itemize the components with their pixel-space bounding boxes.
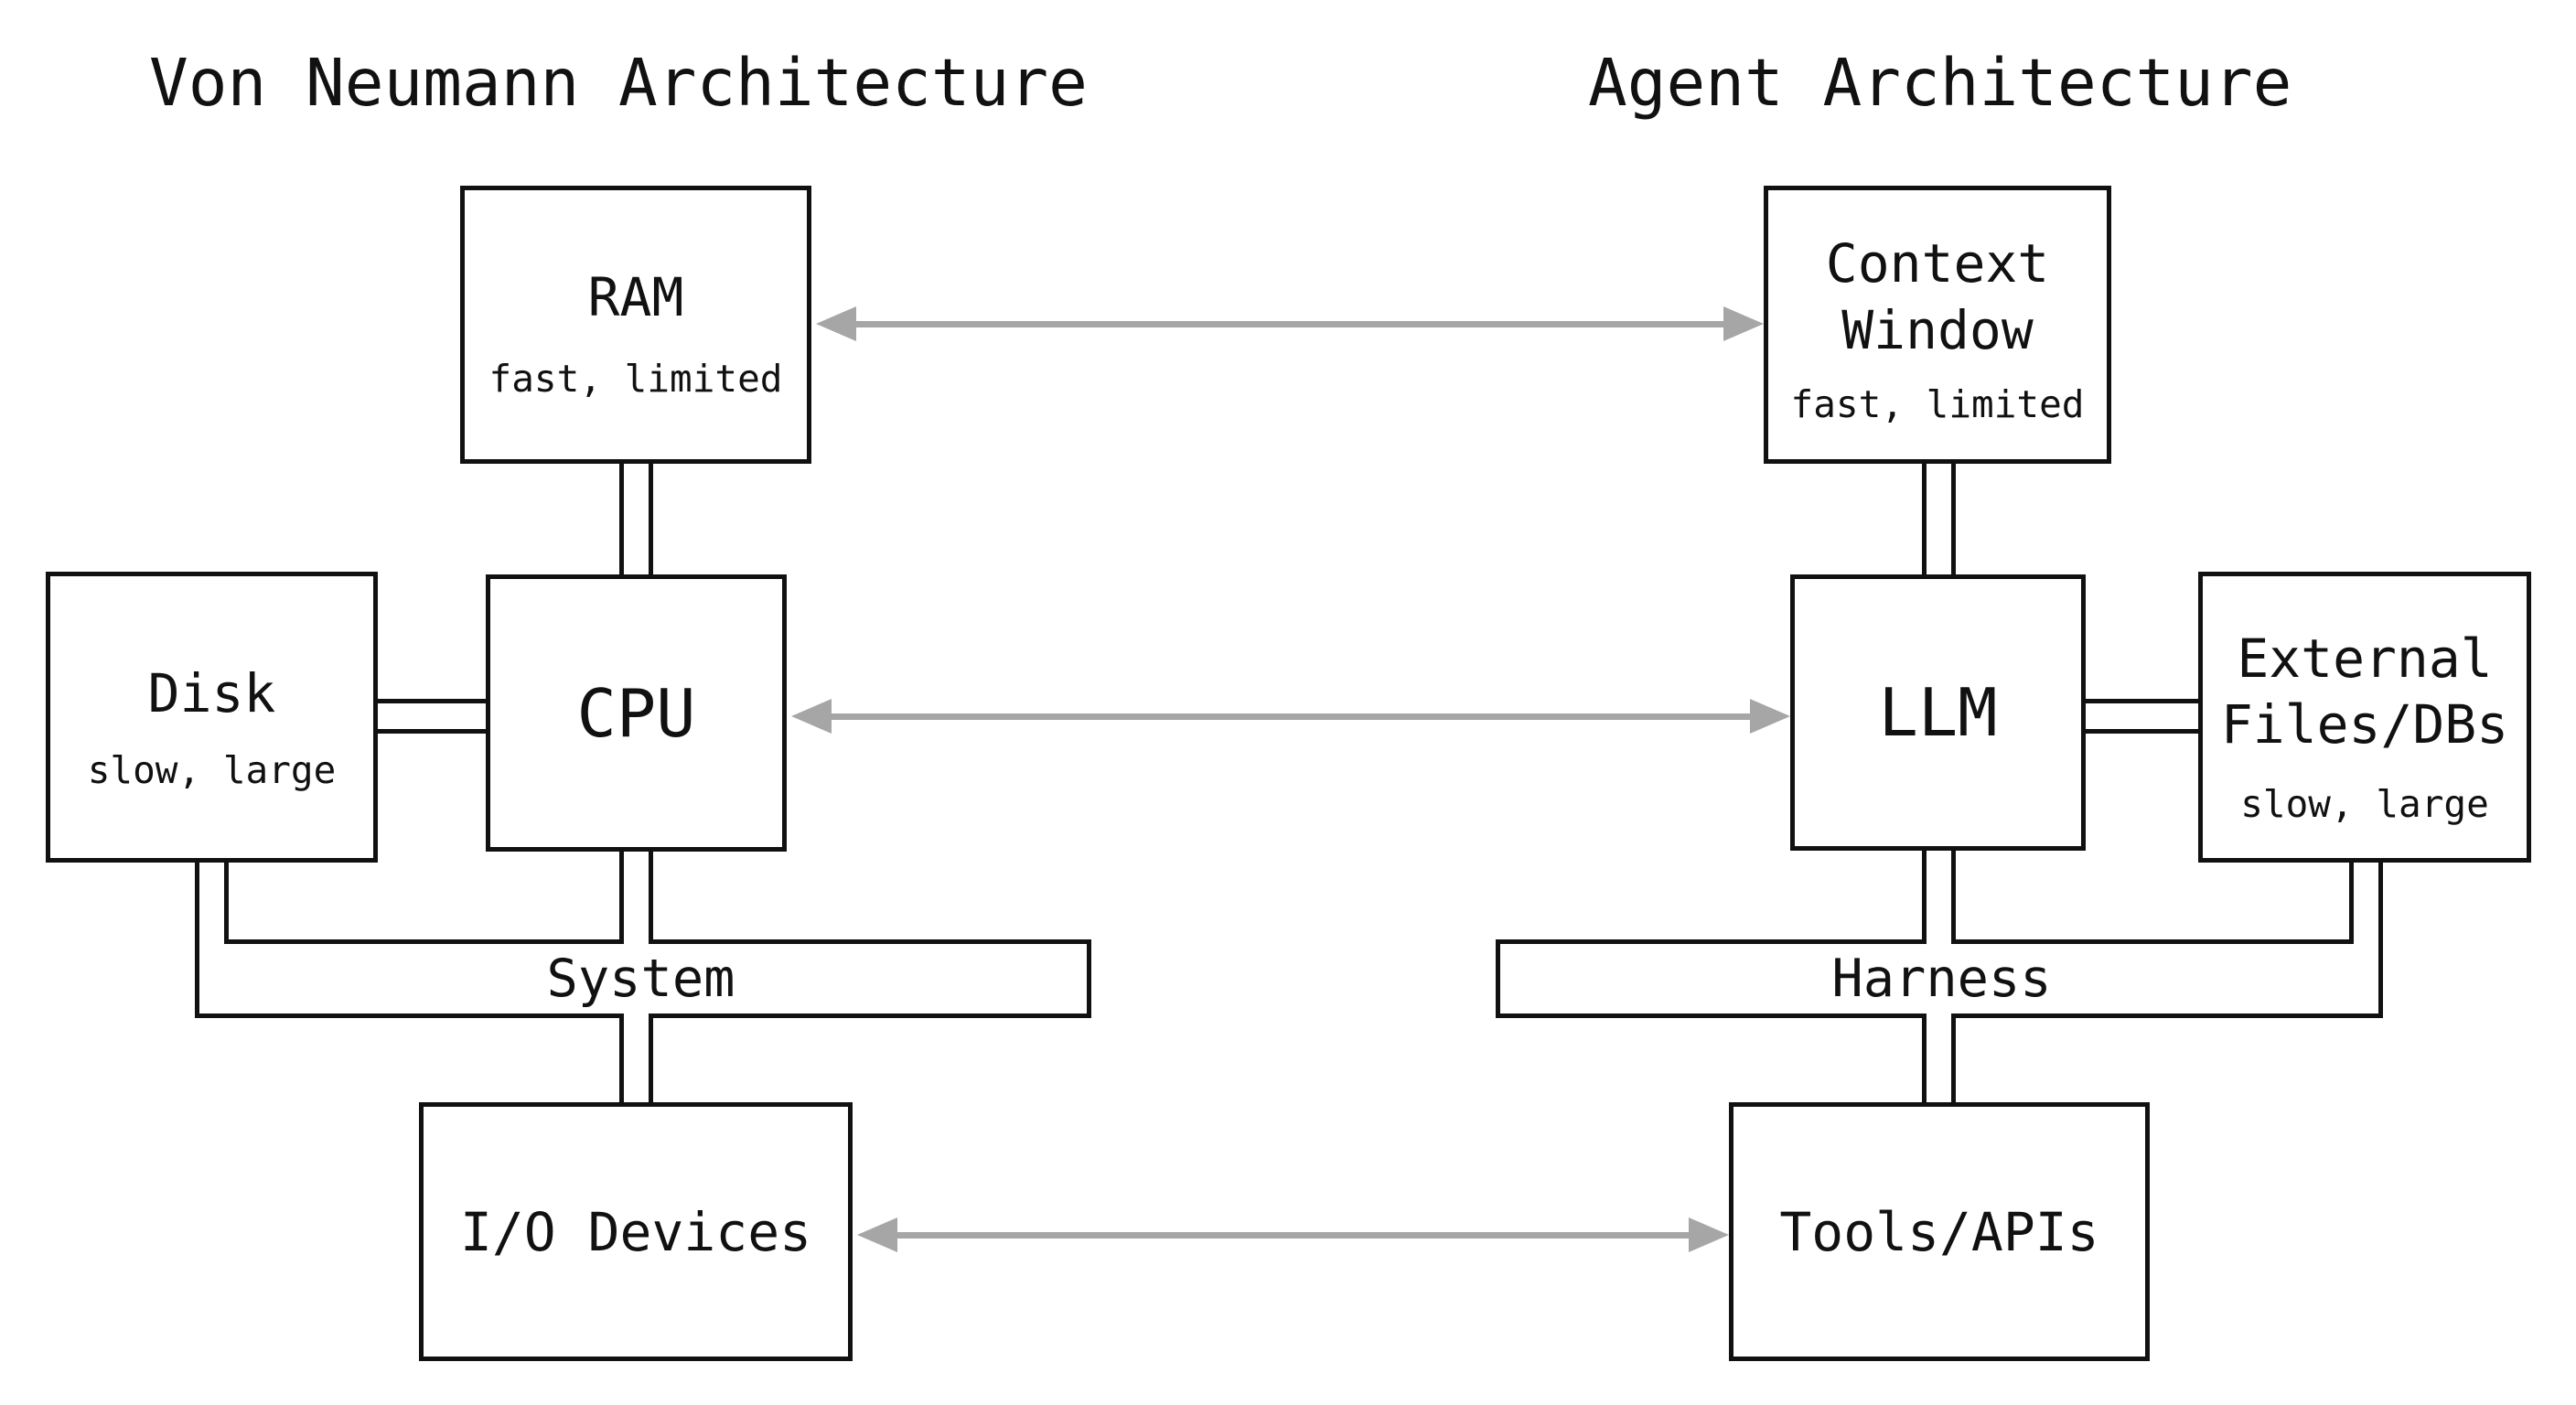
arrow-left-head-icon	[791, 699, 832, 734]
context-window-label-line2: Window	[1841, 299, 2034, 361]
arrow-shaft	[897, 1231, 1689, 1239]
ram-label: RAM	[587, 266, 684, 328]
disk-box: Disk slow, large	[46, 572, 378, 863]
arrow-shaft	[856, 320, 1723, 327]
llm-label: LLM	[1878, 674, 1998, 751]
disk-system-bus	[195, 863, 229, 944]
ram-cpu-bus	[619, 464, 653, 574]
system-bus-bar: System	[195, 939, 1091, 1018]
disk-system-bus-left-rail	[195, 944, 199, 1018]
harness-bus-bar: Harness	[1496, 939, 2383, 1018]
external-files-label-line2: Files/DBs	[2220, 693, 2509, 756]
context-window-label-line1: Context	[1825, 232, 2050, 295]
external-files-box: External Files/DBs slow, large	[2198, 572, 2531, 863]
ram-context-analogy-arrow	[816, 306, 1764, 341]
tools-apis-label: Tools/APIs	[1779, 1200, 2099, 1263]
external-harness-bus	[2349, 863, 2383, 944]
tools-apis-box: Tools/APIs	[1729, 1102, 2150, 1361]
von-neumann-title: Von Neumann Architecture	[149, 45, 1088, 121]
arrow-left-head-icon	[816, 306, 856, 341]
llm-box: LLM	[1790, 574, 2086, 851]
arrow-left-head-icon	[857, 1217, 897, 1252]
external-files-sublabel: slow, large	[2240, 782, 2489, 826]
cpu-label: CPU	[576, 674, 696, 752]
io-tools-analogy-arrow	[857, 1217, 1729, 1252]
arrow-right-head-icon	[1723, 306, 1764, 341]
io-devices-label: I/O Devices	[459, 1200, 812, 1263]
context-llm-bus	[1922, 464, 1956, 574]
ram-box: RAM fast, limited	[460, 186, 811, 464]
llm-harness-bus	[1922, 851, 1956, 944]
arrow-shaft	[832, 713, 1750, 720]
io-devices-box: I/O Devices	[419, 1102, 853, 1361]
harness-bus-label: Harness	[1831, 948, 2052, 1009]
agent-title: Agent Architecture	[1588, 45, 2292, 121]
external-harness-bus-right-rail	[2378, 944, 2383, 1018]
disk-label: Disk	[147, 662, 276, 724]
disk-sublabel: slow, large	[87, 748, 337, 792]
cpu-box: CPU	[486, 574, 787, 852]
arrow-right-head-icon	[1750, 699, 1790, 734]
harness-tools-bus	[1922, 1014, 1956, 1102]
cpu-llm-analogy-arrow	[791, 699, 1790, 734]
arrow-right-head-icon	[1689, 1217, 1729, 1252]
cpu-system-bus	[619, 852, 653, 944]
external-files-label-line1: External	[2237, 627, 2493, 690]
system-io-bus	[619, 1014, 653, 1102]
context-window-sublabel: fast, limited	[1790, 382, 2085, 426]
context-window-box: Context Window fast, limited	[1764, 186, 2111, 464]
llm-external-bus	[2086, 699, 2198, 734]
ram-sublabel: fast, limited	[488, 357, 783, 401]
disk-cpu-bus	[378, 699, 486, 734]
system-bus-label: System	[546, 948, 735, 1009]
